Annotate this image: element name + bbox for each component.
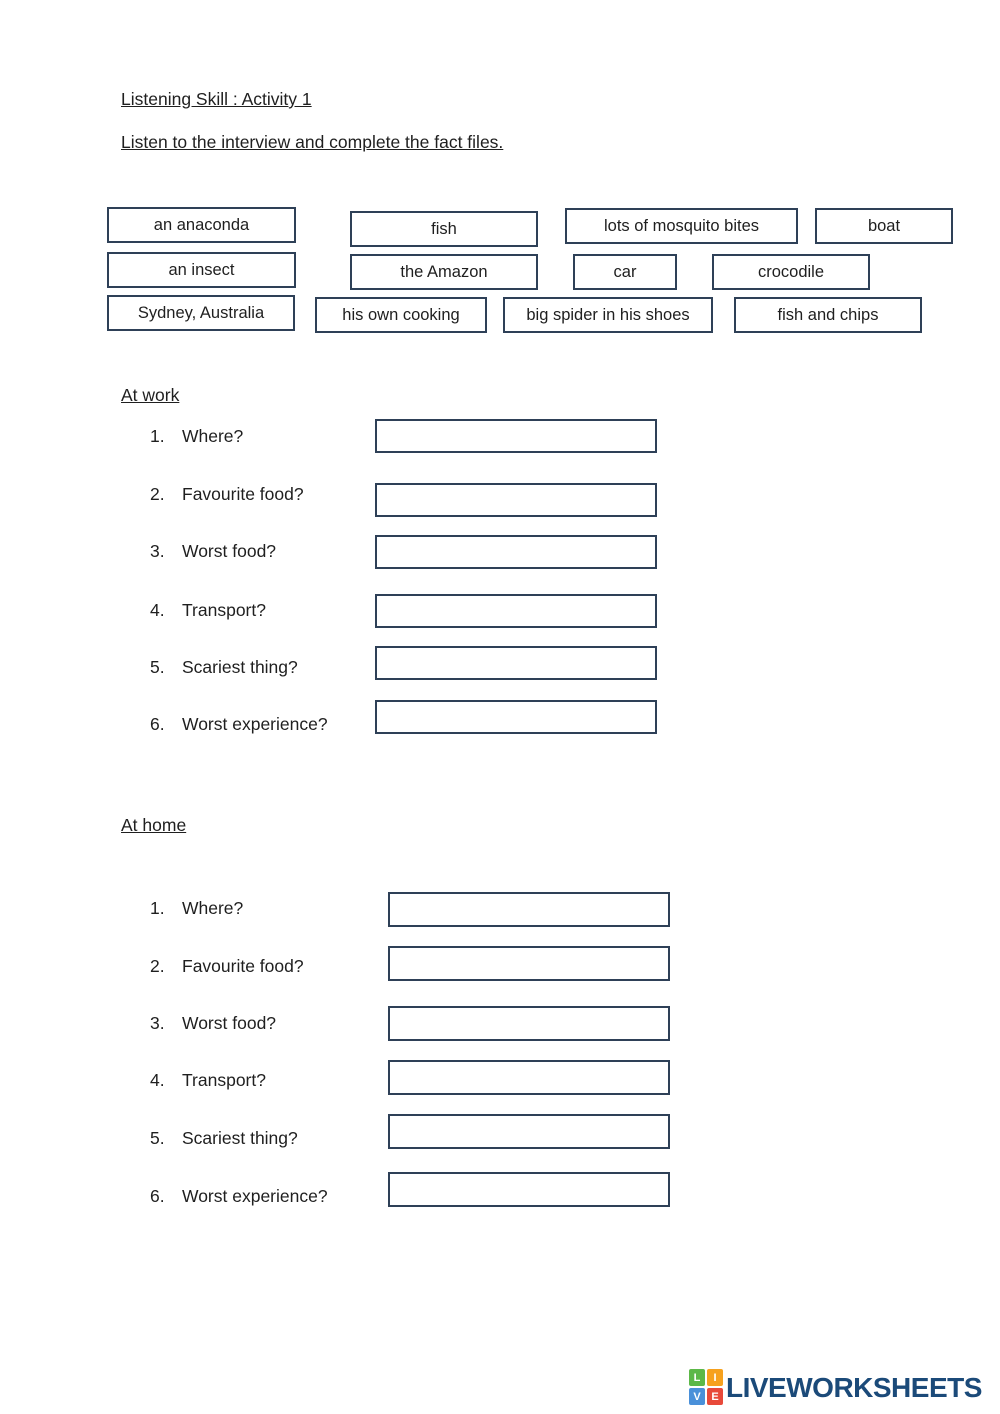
logo-square-l: L xyxy=(689,1369,705,1386)
logo-square-v: V xyxy=(689,1388,705,1405)
question-row: 6. Worst experience? xyxy=(0,714,1000,736)
question-label: Worst food? xyxy=(182,1013,277,1033)
question-label: Transport? xyxy=(182,1070,266,1090)
word-bank-item: an insect xyxy=(107,252,296,288)
question-label: Worst food? xyxy=(182,541,277,561)
work-q1-answer-input[interactable] xyxy=(375,419,657,453)
question-number: 6. xyxy=(150,714,165,734)
question-number: 1. xyxy=(150,898,165,918)
question-label: Worst experience? xyxy=(182,714,328,734)
question-number: 1. xyxy=(150,426,165,446)
question-row: 3. Worst food? xyxy=(0,541,1000,563)
home-q4-answer-input[interactable] xyxy=(388,1060,670,1095)
liveworksheets-logo-icon: L I V E xyxy=(689,1369,723,1407)
question-row: 4. Transport? xyxy=(0,1070,1000,1092)
question-row: 1. Where? xyxy=(0,898,1000,920)
question-number: 5. xyxy=(150,657,165,677)
worksheet-title: Listening Skill : Activity 1 xyxy=(121,89,312,109)
word-bank-item: big spider in his shoes xyxy=(503,297,713,333)
question-label: Worst experience? xyxy=(182,1186,328,1206)
home-q5-answer-input[interactable] xyxy=(388,1114,670,1149)
question-row: 4. Transport? xyxy=(0,600,1000,622)
logo-square-e: E xyxy=(707,1388,723,1405)
section-heading-at-work: At work xyxy=(121,385,180,405)
question-row: 5. Scariest thing? xyxy=(0,1128,1000,1150)
question-label: Where? xyxy=(182,426,244,446)
word-bank-item: the Amazon xyxy=(350,254,538,290)
word-bank-item: fish and chips xyxy=(734,297,922,333)
home-q3-answer-input[interactable] xyxy=(388,1006,670,1041)
word-bank-item: fish xyxy=(350,211,538,247)
liveworksheets-brand-text: LIVEWORKSHEETS xyxy=(726,1372,982,1403)
question-row: 3. Worst food? xyxy=(0,1013,1000,1035)
question-number: 2. xyxy=(150,956,165,976)
question-number: 6. xyxy=(150,1186,165,1206)
question-label: Favourite food? xyxy=(182,484,304,504)
word-bank-item: boat xyxy=(815,208,953,244)
question-label: Where? xyxy=(182,898,244,918)
work-q4-answer-input[interactable] xyxy=(375,594,657,628)
question-label: Favourite food? xyxy=(182,956,304,976)
worksheet-instructions: Listen to the interview and complete the… xyxy=(121,132,504,152)
question-number: 3. xyxy=(150,541,165,561)
word-bank-item: lots of mosquito bites xyxy=(565,208,798,244)
question-number: 3. xyxy=(150,1013,165,1033)
word-bank-item: crocodile xyxy=(712,254,870,290)
word-bank-item: his own cooking xyxy=(315,297,487,333)
word-bank-item: an anaconda xyxy=(107,207,296,243)
word-bank-item: Sydney, Australia xyxy=(107,295,295,331)
word-bank-item: car xyxy=(573,254,677,290)
home-q6-answer-input[interactable] xyxy=(388,1172,670,1207)
question-row: 2. Favourite food? xyxy=(0,956,1000,978)
question-number: 4. xyxy=(150,600,165,620)
question-row: 6. Worst experience? xyxy=(0,1186,1000,1208)
work-q2-answer-input[interactable] xyxy=(375,483,657,517)
work-q6-answer-input[interactable] xyxy=(375,700,657,734)
question-row: 2. Favourite food? xyxy=(0,484,1000,506)
work-q5-answer-input[interactable] xyxy=(375,646,657,680)
liveworksheets-watermark: L I V E LIVEWORKSHEETS xyxy=(689,1369,982,1407)
question-row: 5. Scariest thing? xyxy=(0,657,1000,679)
logo-square-i: I xyxy=(707,1369,723,1386)
home-q1-answer-input[interactable] xyxy=(388,892,670,927)
question-label: Scariest thing? xyxy=(182,657,298,677)
home-q2-answer-input[interactable] xyxy=(388,946,670,981)
question-label: Scariest thing? xyxy=(182,1128,298,1148)
section-heading-at-home: At home xyxy=(121,815,187,835)
question-row: 1. Where? xyxy=(0,426,1000,448)
question-number: 5. xyxy=(150,1128,165,1148)
question-number: 4. xyxy=(150,1070,165,1090)
question-number: 2. xyxy=(150,484,165,504)
question-label: Transport? xyxy=(182,600,266,620)
work-q3-answer-input[interactable] xyxy=(375,535,657,569)
